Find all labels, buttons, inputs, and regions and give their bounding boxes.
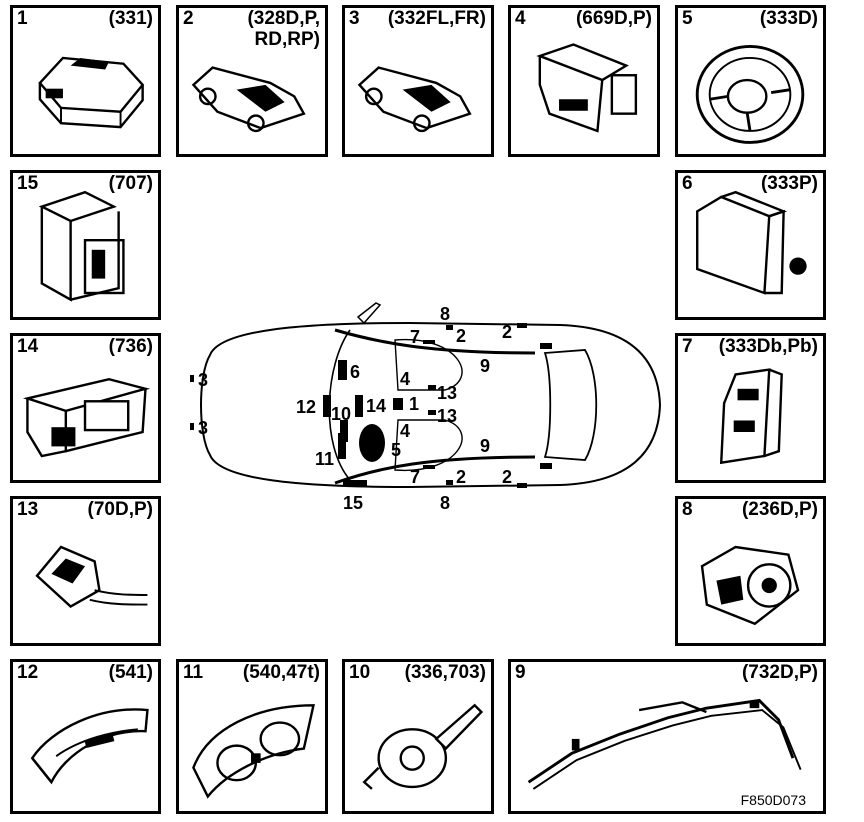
panel-10: 10 (336,703) [342, 659, 494, 814]
label-3-a: 3 [198, 370, 209, 390]
car-body-outline [200, 321, 662, 489]
panel-13: 13 (70D,P) [10, 496, 161, 646]
clock-spring-icon [362, 703, 484, 790]
label-9-bottom: 9 [480, 436, 491, 456]
panel-12: 12 (541) [10, 659, 161, 814]
seat-sensor-icon [536, 43, 638, 133]
panel-number: 9 [515, 662, 526, 683]
panel-code: (331) [108, 8, 153, 29]
label-3-b: 3 [198, 418, 209, 438]
panel-number: 8 [682, 499, 693, 520]
panel-number: 6 [682, 173, 693, 194]
front-seat-left [394, 338, 463, 391]
panel-code: (70D,P) [87, 499, 153, 520]
label-2-bottom-a: 2 [456, 467, 467, 487]
label-10: 10 [331, 404, 352, 424]
panel-number: 11 [183, 662, 204, 683]
label-13-a: 13 [437, 383, 458, 403]
curtain-airbag-left [334, 328, 536, 355]
seat-airbag-icon [719, 368, 783, 465]
panel-11: 11 (540,47t) [176, 659, 328, 814]
figure-reference-code: F850D073 [740, 792, 806, 808]
label-12: 12 [296, 397, 317, 417]
label-2-bottom-b: 2 [502, 467, 513, 487]
front-seat-right [394, 419, 463, 472]
side-sensor-icon [191, 66, 306, 133]
panel-number: 7 [682, 336, 693, 357]
panel-code: (328D,P,RD,RP) [247, 8, 320, 50]
panel-number: 13 [17, 499, 39, 520]
label-7-bottom: 7 [410, 467, 421, 487]
module-icon [38, 190, 125, 302]
label-13-b: 13 [437, 406, 458, 426]
panel-number: 14 [17, 336, 39, 357]
radio-unit-icon [22, 377, 151, 458]
panel-code: (540,47t) [242, 662, 320, 683]
panel-code: (541) [108, 662, 153, 683]
steering-wheel-airbag-icon [695, 44, 805, 144]
panel-code: (336,703) [404, 662, 486, 683]
control-module-icon [38, 56, 145, 129]
panel-code: (707) [108, 173, 153, 194]
panel-number: 12 [17, 662, 39, 683]
panel-number: 4 [515, 8, 526, 29]
label-7-top: 7 [410, 327, 421, 347]
label-8-bottom: 8 [440, 493, 451, 513]
panel-number: 2 [183, 8, 194, 29]
panel-code: (236D,P) [741, 499, 818, 520]
panel-code: (332FL,FR) [387, 8, 486, 29]
panel-15: 15 (707) [10, 170, 161, 320]
label-6: 6 [350, 362, 361, 382]
label-4-a: 4 [400, 369, 411, 389]
panel-7: 7 (333Db,Pb) [675, 333, 826, 483]
panel-number: 3 [349, 8, 360, 29]
curtain-airbag-right [334, 455, 536, 485]
panel-code: (736) [108, 336, 153, 357]
car-top-view-diagram: 8 2 2 7 9 6 3 3 4 13 12 10 14 1 13 4 11 … [180, 295, 670, 515]
panel-9: 9 (732D,P) [508, 659, 826, 814]
panel-code: (333Db,Pb) [718, 336, 818, 357]
buckle-switch-icon [35, 545, 148, 608]
panel-code: (732D,P) [741, 662, 818, 683]
panel-3: 3 (332FL,FR) [342, 5, 494, 157]
label-14: 14 [366, 396, 387, 416]
instrument-cluster-icon [192, 704, 315, 799]
panel-5: 5 (333D) [675, 5, 826, 157]
label-8-top: 8 [440, 304, 451, 324]
panel-number: 1 [17, 8, 28, 29]
panel-number: 5 [682, 8, 693, 29]
label-5: 5 [391, 440, 402, 460]
passenger-airbag-icon [696, 190, 807, 295]
label-2-top-b: 2 [502, 322, 513, 342]
panel-number: 15 [17, 173, 39, 194]
panel-14: 14 (736) [10, 333, 161, 483]
label-2-top-a: 2 [456, 326, 467, 346]
info-display-icon [30, 708, 149, 785]
mirror-left [356, 302, 382, 325]
steering-wheel [359, 424, 385, 462]
panel-code: (333D) [759, 8, 818, 29]
panel-1: 1 (331) [10, 5, 161, 157]
label-11: 11 [315, 449, 335, 469]
panel-number: 10 [349, 662, 371, 683]
front-sensor-icon [357, 66, 472, 133]
panel-2: 2 (328D,P,RD,RP) [176, 5, 328, 157]
curtain-airbag-icon [527, 698, 802, 790]
panel-8: 8 (236D,P) [675, 496, 826, 646]
rear-window [543, 349, 598, 461]
panel-code: (333P) [760, 173, 818, 194]
label-9-top: 9 [480, 356, 491, 376]
label-4-b: 4 [400, 421, 411, 441]
panel-code: (669D,P) [575, 8, 652, 29]
label-15: 15 [343, 493, 364, 513]
panel-6: 6 (333P) [675, 170, 826, 320]
pretensioner-icon [700, 545, 800, 626]
panel-4: 4 (669D,P) [508, 5, 660, 157]
label-1: 1 [409, 394, 420, 414]
